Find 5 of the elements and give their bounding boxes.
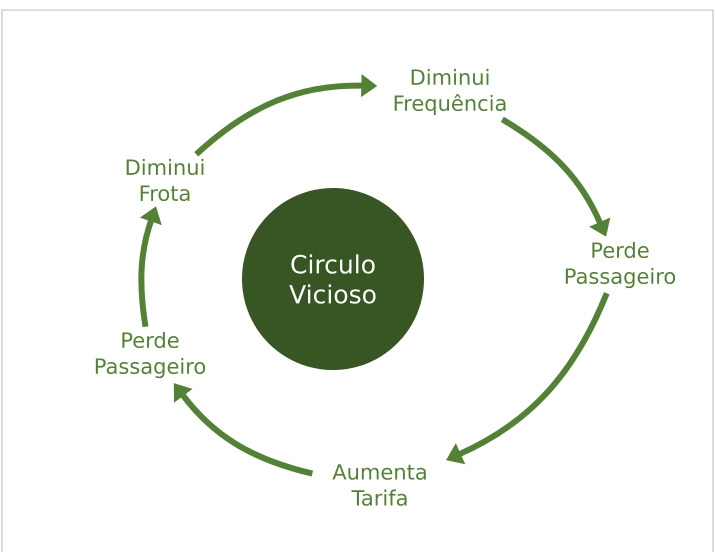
step-label: Diminui Frota — [126, 158, 204, 202]
step-label: Diminui Frequência — [394, 68, 506, 116]
step-label: Perde Passageiro — [566, 242, 676, 288]
step-label: Aumenta Tarifa — [332, 464, 426, 506]
step-label: Perde Passageiro — [96, 332, 206, 378]
